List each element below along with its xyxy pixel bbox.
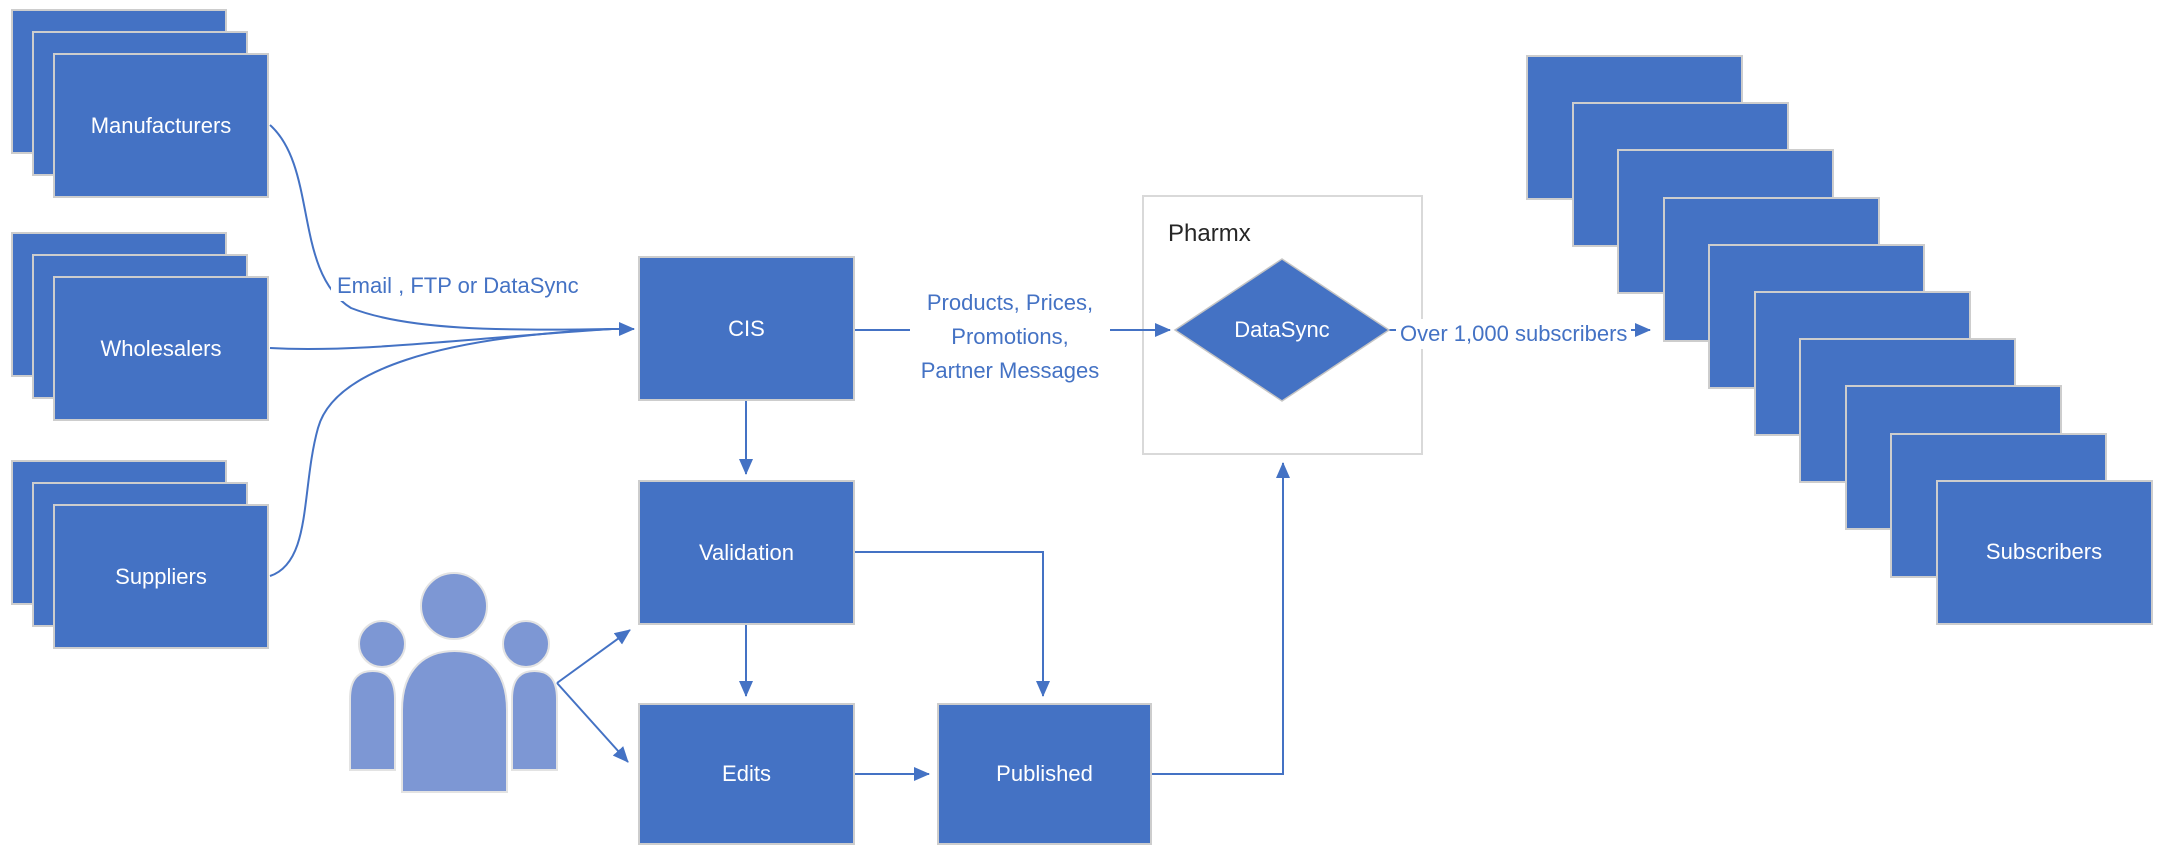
subscriber-card[interactable]: Subscribers — [1935, 479, 2153, 625]
datasync-diamond[interactable] — [1173, 258, 1391, 402]
cis-to-datasync-edge-label: Products, Prices, Promotions, Partner Me… — [910, 286, 1110, 388]
source-card[interactable]: Manufacturers — [53, 53, 269, 198]
source-card-label: Suppliers — [115, 563, 207, 589]
edge-suppliers-to-cis — [269, 328, 613, 577]
people-right-head — [502, 620, 550, 668]
cis-label: CIS — [728, 315, 765, 341]
source-card[interactable]: Suppliers — [53, 504, 269, 649]
edge-published-to-pharmx — [1152, 462, 1290, 775]
edge-label-line-2: Promotions, — [951, 324, 1069, 349]
people-left-head — [358, 620, 406, 668]
validation-label: Validation — [699, 539, 794, 565]
people-center-head — [420, 572, 488, 640]
sources-to-cis-edge-label: Email , FTP or DataSync — [331, 271, 585, 301]
subscribers-label: Subscribers — [1985, 539, 2103, 565]
edits-label: Edits — [722, 761, 771, 786]
source-card-label: Manufacturers — [90, 112, 232, 138]
edge-wholesalers-to-cis — [269, 328, 613, 350]
pharmx-title: Pharmx — [1168, 220, 1251, 247]
datasync-diamond-label: DataSync — [1234, 317, 1330, 342]
cis-box[interactable]: CIS — [638, 256, 855, 401]
edge-people-to-validation — [556, 629, 631, 684]
source-card[interactable]: Wholesalers — [53, 276, 269, 421]
edge-label-line-3: Partner Messages — [920, 358, 1100, 383]
people-left-body — [349, 669, 396, 771]
datasync-to-subscribers-edge-label: Over 1,000 subscribers — [1396, 319, 1632, 349]
edge-validation-to-published — [855, 551, 1050, 697]
source-card-label: Wholesalers — [100, 335, 222, 361]
published-box[interactable]: Published — [937, 703, 1152, 845]
people-center-body — [401, 649, 508, 793]
people-icon[interactable] — [349, 572, 558, 793]
people-right-body — [511, 669, 558, 771]
edits-box[interactable]: Edits — [638, 703, 855, 845]
validation-box[interactable]: Validation — [638, 480, 855, 625]
edge-label-line-1: Products, Prices, — [926, 290, 1094, 315]
edge-people-to-edits — [556, 682, 629, 763]
published-label: Published — [996, 761, 1093, 786]
